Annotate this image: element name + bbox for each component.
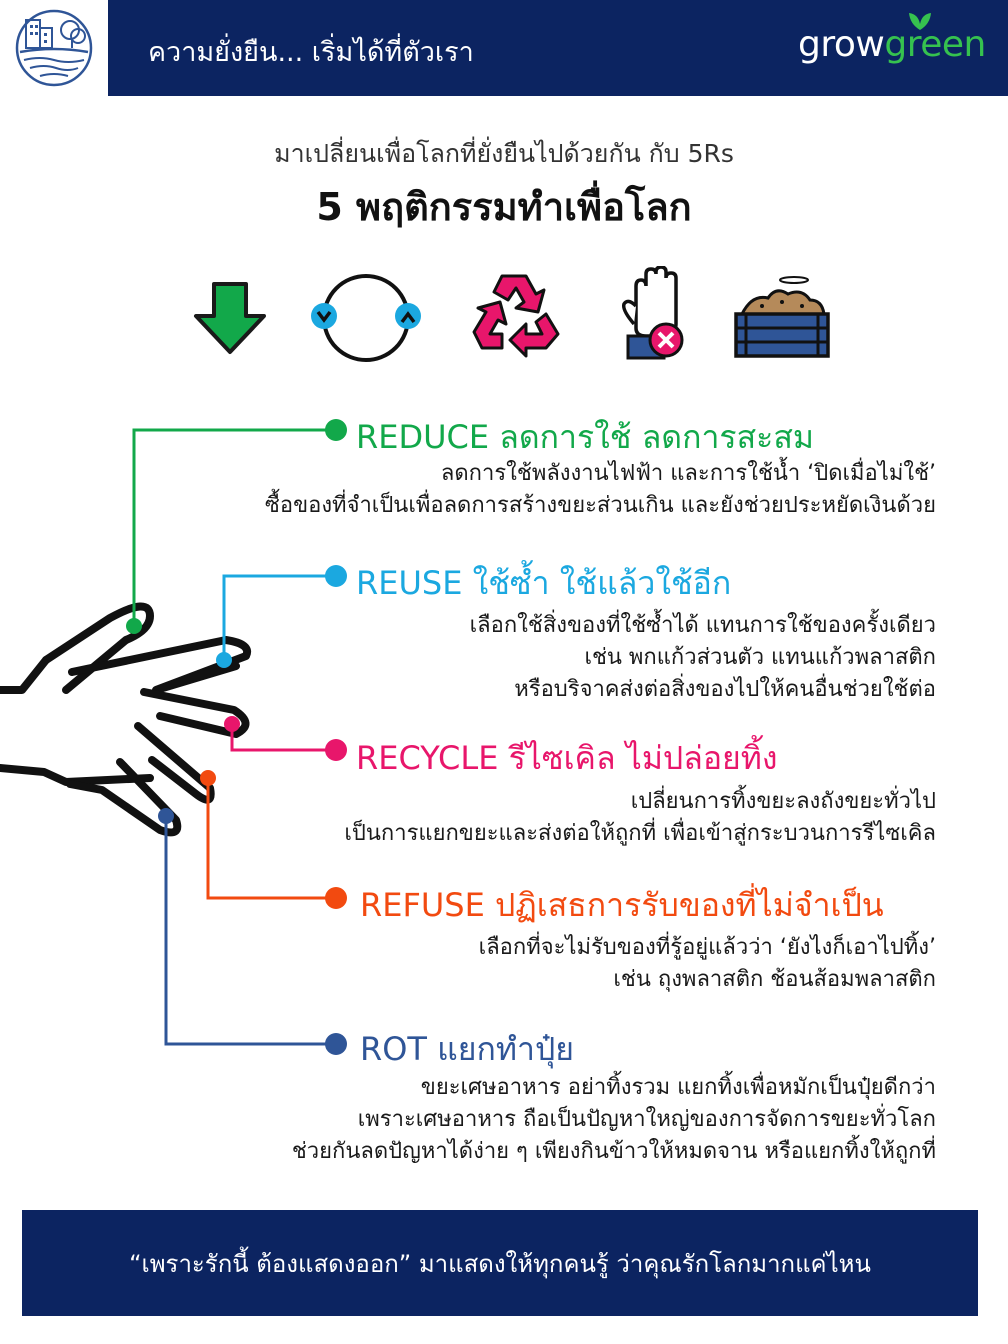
reduce-body: ลดการใช้พลังงานไฟฟ้า และการใช้น้ำ ‘ปิดเม… <box>265 458 936 522</box>
recycle-body: เปลี่ยนการทิ้งขยะลงถังขยะทั่วไป เป็นการแ… <box>344 786 936 850</box>
cycle-arrows-icon <box>311 274 421 362</box>
recycle-icon <box>472 274 560 358</box>
refuse-body: เลือกที่จะไม่รับของที่รู้อยู่แล้วว่า ‘ยั… <box>479 932 936 996</box>
rot-line-2: เพราะเศษอาหาร ถือเป็นปัญหาใหญ่ของการจัดก… <box>357 1107 936 1132</box>
brand-grow-text: grow <box>798 24 885 65</box>
page-subtitle: มาเปลี่ยนเพื่อโลกที่ยั่งยืนไปด้วยกัน กับ… <box>274 139 734 168</box>
reuse-heading: REUSE ใช้ซ้ำ ใช้แล้วใช้อีก <box>356 564 732 602</box>
reuse-line-1: เลือกใช้สิ่งของที่ใช้ซ้ำได้ แทนการใช้ของ… <box>469 613 936 638</box>
rot-line-1: ขยะเศษอาหาร อย่าทิ้งรวม แยกทิ้งเพื่อหมัก… <box>420 1075 936 1100</box>
header-title: ความยั่งยืน... เริ่มได้ที่ตัวเรา <box>148 37 474 68</box>
rot-heading: ROT แยกทำปุ๋ย <box>360 1030 575 1068</box>
refuse-line-2: เช่น ถุงพลาสติก ช้อนส้อมพลาสติก <box>613 967 936 992</box>
rot-line-3: ช่วยกันลดปัญหาได้ง่าย ๆ เพียงกินข้าวให้ห… <box>291 1139 936 1164</box>
hand-outline-icon <box>0 602 251 837</box>
reduce-heading: REDUCE ลดการใช้ ลดการสะสม <box>356 418 814 456</box>
brand-green-text: green <box>884 24 986 65</box>
refuse-heading: REFUSE ปฏิเสธการรับของที่ไม่จำเป็น <box>360 886 884 924</box>
recycle-heading: RECYCLE รีไซเคิล ไม่ปล่อยทิ้ง <box>356 739 778 777</box>
compost-bin-icon <box>734 276 830 358</box>
reuse-line-3: หรือบริจาคส่งต่อสิ่งของไปให้คนอื่นช่วยใช… <box>514 677 936 702</box>
reuse-body: เลือกใช้สิ่งของที่ใช้ซ้ำได้ แทนการใช้ของ… <box>470 610 936 706</box>
footer-bar <box>22 1210 978 1316</box>
header-bar <box>108 0 1008 96</box>
leaf-icon <box>909 13 931 30</box>
down-arrow-icon <box>194 282 266 354</box>
recycle-line-2: เป็นการแยกขยะและส่งต่อให้ถูกที่ เพื่อเข้… <box>344 821 936 846</box>
reuse-line-2: เช่น พกแก้วส่วนตัว แทนแก้วพลาสติก <box>584 645 936 670</box>
stop-hand-icon <box>621 266 684 360</box>
city-globe-logo-icon <box>15 9 93 87</box>
refuse-line-1: เลือกที่จะไม่รับของที่รู้อยู่แล้วว่า ‘ยั… <box>478 935 936 960</box>
reduce-line-1: ลดการใช้พลังงานไฟฟ้า และการใช้น้ำ ‘ปิดเม… <box>440 461 936 486</box>
footer-quote: “เพราะรักนี้ ต้องแสดงออก” มาแสดงให้ทุกคน… <box>129 1250 871 1278</box>
page-title: 5 พฤติกรรมทำเพื่อโลก <box>316 185 692 229</box>
recycle-line-1: เปลี่ยนการทิ้งขยะลงถังขยะทั่วไป <box>630 789 936 814</box>
rot-body: ขยะเศษอาหาร อย่าทิ้งรวม แยกทิ้งเพื่อหมัก… <box>292 1072 936 1168</box>
reduce-line-2: ซื้อของที่จำเป็นเพื่อลดการสร้างขยะส่วนเก… <box>264 493 936 518</box>
header-logo-area <box>0 0 108 96</box>
brand-logo: growgreen <box>798 13 986 65</box>
